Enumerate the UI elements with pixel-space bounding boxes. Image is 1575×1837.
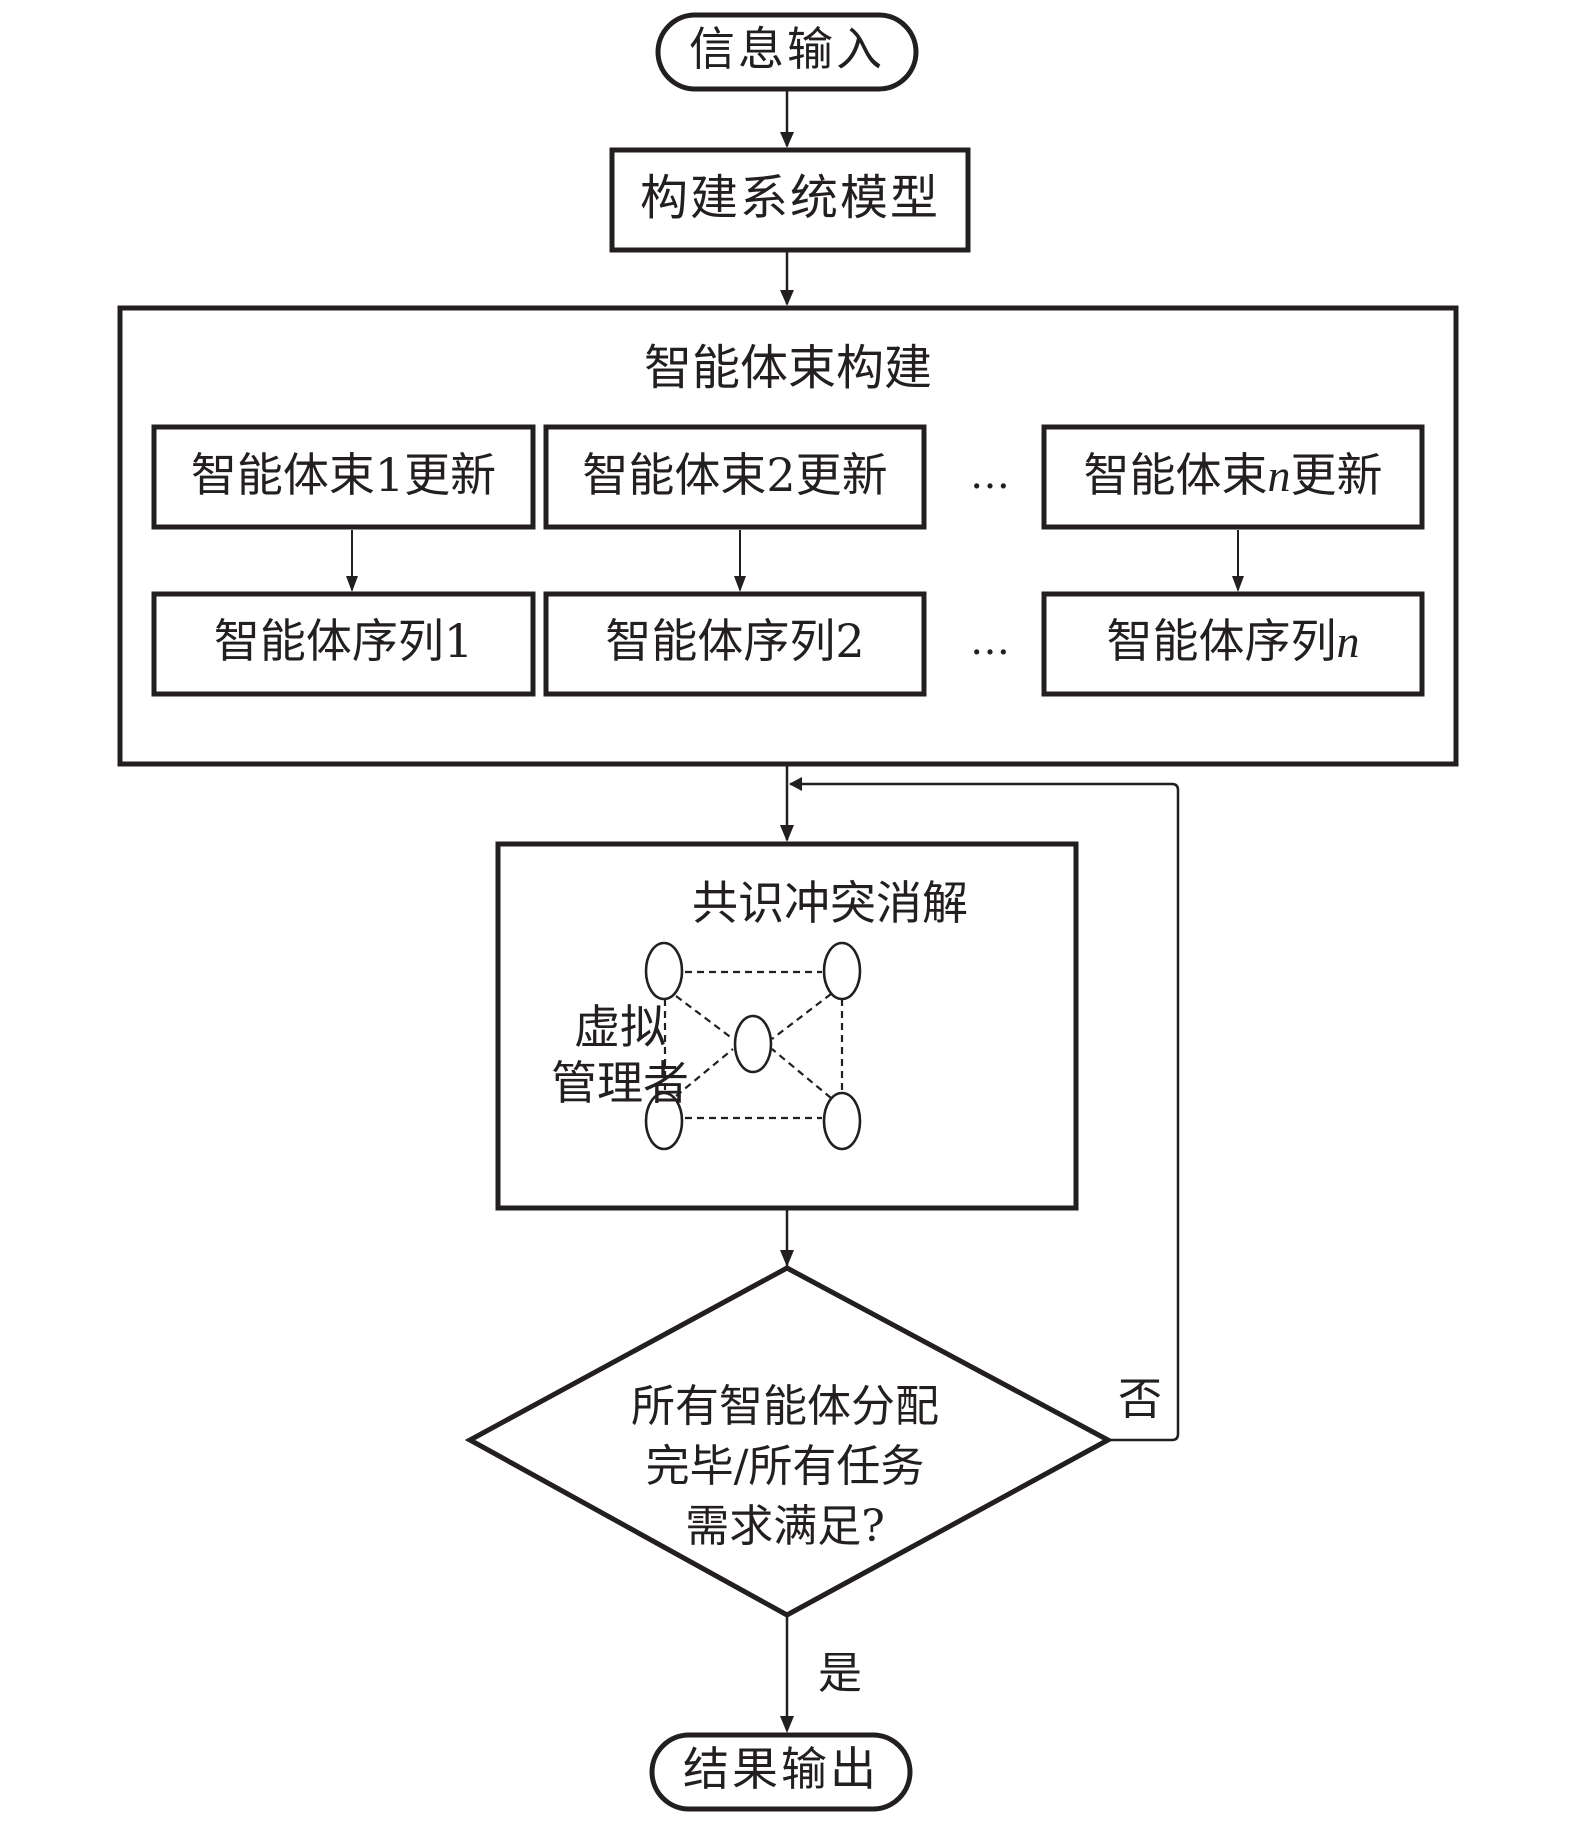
consensus-network-graph [644, 941, 862, 1151]
label-prefix: 智能体束 [1083, 448, 1268, 502]
agent-sequence-box-n [1041, 591, 1425, 697]
arrowhead [780, 1250, 794, 1267]
graph-edge [675, 1048, 734, 1097]
arrowhead [780, 825, 794, 842]
edge-label-no: 否 [1118, 1374, 1162, 1425]
arrowhead [734, 576, 746, 592]
build-model-label: 构建系统模型 [639, 170, 940, 226]
end-label: 结果输出 [683, 1742, 879, 1796]
feedback-arrowhead [789, 777, 802, 791]
bundle-construction-title: 智能体束构建 [643, 340, 932, 396]
arrowhead [780, 290, 794, 306]
index-variable-n: n [1267, 450, 1291, 501]
bundle-update-box-2 [543, 424, 927, 530]
end-terminal [649, 1732, 913, 1812]
consensus-title: 共识冲突消解 [692, 876, 968, 930]
start-label: 信息输入 [689, 22, 885, 76]
label-prefix: 智能体序列 [1106, 614, 1337, 668]
graph-edge [771, 1048, 832, 1099]
decision-label-line1: 所有智能体分配 [631, 1381, 939, 1432]
label-suffix: 更新 [1290, 448, 1383, 502]
decision-diamond [464, 1265, 1114, 1618]
arrowhead [1232, 576, 1244, 592]
virtual-manager-label-line1: 虚拟 [574, 1000, 666, 1054]
arrowhead [780, 1716, 794, 1733]
bundle-update-box-1 [151, 424, 536, 530]
arrowhead [346, 576, 358, 592]
index-variable-n: n [1336, 616, 1360, 667]
bundle-construction-group [117, 305, 1459, 767]
graph-node [822, 1091, 862, 1151]
decision-label-line2: 完毕/所有任务 [645, 1441, 925, 1492]
graph-node [644, 1091, 684, 1151]
consensus-box [495, 841, 1079, 1211]
decision-label-line3: 需求满足? [685, 1501, 885, 1552]
bundle-update-label-n: 智能体束n更新 [1044, 452, 1422, 499]
arrowhead [780, 132, 794, 148]
agent-sequence-box-1 [151, 591, 536, 697]
agent-sequence-label-2: 智能体序列2 [605, 614, 865, 668]
virtual-manager-label-line2: 管理者 [551, 1056, 689, 1110]
start-terminal [655, 12, 919, 92]
ellipsis-sequence-row: … [970, 618, 1010, 664]
agent-sequence-label-n: 智能体序列n [1044, 618, 1422, 665]
graph-node [644, 941, 684, 1001]
edge-label-yes: 是 [818, 1648, 862, 1699]
agent-sequence-label-1: 智能体序列1 [213, 614, 474, 668]
build-model-box [609, 147, 971, 253]
feedback-loop-no [790, 782, 1180, 1442]
ellipsis-update-row: … [970, 452, 1010, 498]
graph-edge [771, 993, 832, 1040]
graph-node [733, 1014, 773, 1074]
graph-node [822, 941, 862, 1001]
bundle-update-box-n [1041, 424, 1425, 530]
bundle-update-label-1: 智能体束1更新 [190, 448, 497, 502]
agent-sequence-box-2 [543, 591, 927, 697]
bundle-update-label-2: 智能体束2更新 [582, 448, 888, 502]
